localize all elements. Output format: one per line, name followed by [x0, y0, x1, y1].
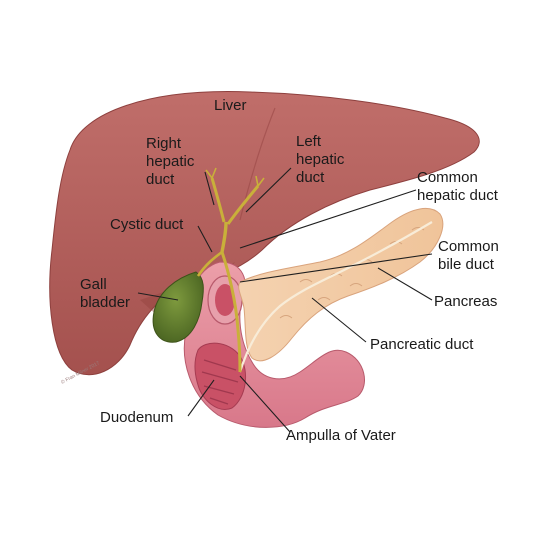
label-pancreas: Pancreas: [434, 293, 497, 310]
right-hepatic-duct: [210, 177, 226, 223]
leader-ampulla: [239, 375, 291, 433]
label-pancreatic-duct: Pancreatic duct: [370, 336, 474, 353]
label-cystic-duct: Cystic duct: [110, 216, 184, 233]
leader-duodenum: [187, 379, 215, 417]
common-bile-duct: [220, 251, 242, 373]
leader-left-hepatic: [245, 167, 292, 213]
left-hepatic-duct: [226, 185, 260, 225]
pancreas-shape: [238, 207, 444, 362]
cystic-duct: [196, 250, 223, 277]
leader-cystic-duct: [197, 225, 213, 253]
label-liver: Liver: [214, 97, 247, 114]
leader-common-hepatic: [239, 189, 417, 249]
pancreatic-duct: [238, 221, 433, 373]
leader-gall-bladder: [137, 292, 179, 301]
leader-pancreas: [377, 267, 433, 301]
leader-pancreatic-duct: [311, 297, 367, 343]
leader-common-bile: [239, 253, 433, 283]
duodenum-lumen: [215, 284, 235, 316]
duodenum-opening: [194, 342, 247, 410]
label-ampulla-of-vater: Ampulla of Vater: [286, 427, 396, 444]
label-gall-bladder: Gall bladder: [80, 276, 130, 311]
duodenum-folds: [201, 359, 239, 405]
label-common-bile-duct: Common bile duct: [438, 238, 503, 273]
label-right-hepatic-duct: Right hepatic duct: [146, 135, 199, 188]
label-common-hepatic-duct: Common hepatic duct: [417, 169, 499, 204]
common-hepatic-duct: [220, 221, 228, 253]
label-left-hepatic-duct: Left hepatic duct: [296, 133, 349, 186]
leader-right-hepatic: [204, 171, 215, 206]
label-duodenum: Duodenum: [100, 409, 173, 426]
liver-lobe-line: [239, 107, 276, 221]
intrahepatic-branches: [205, 167, 265, 187]
gallbladder-shape: [152, 271, 204, 343]
